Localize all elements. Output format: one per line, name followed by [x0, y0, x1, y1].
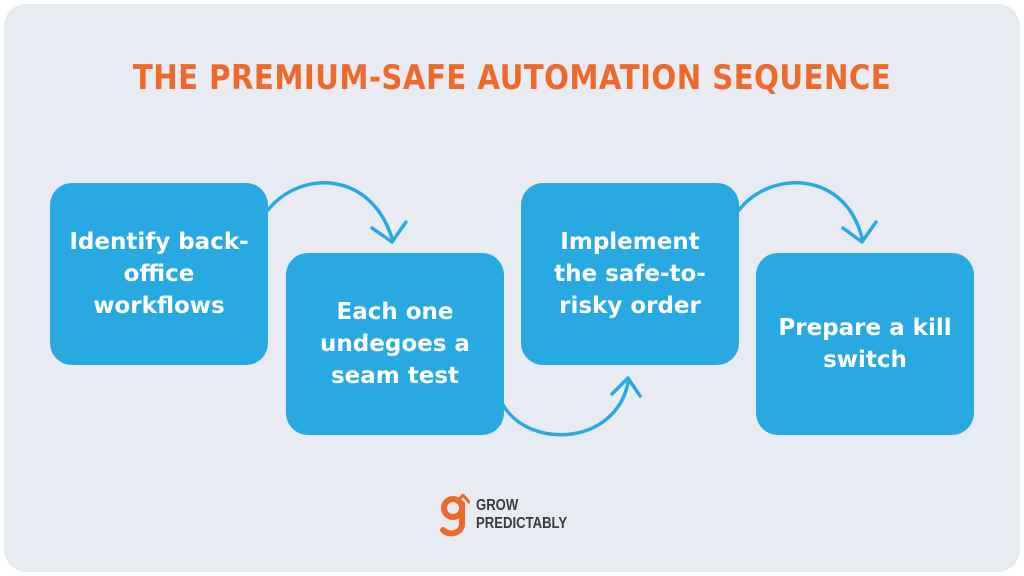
step-4-label: Prepare a kill switch	[778, 315, 952, 373]
step-3-label: Implement the safe-to-risky order	[554, 229, 706, 319]
grow-predictably-logo: GROW PREDICTABLY	[440, 494, 590, 538]
step-2-box: Each one undegoes a seam test	[286, 253, 504, 435]
step-1-label: Identify back-office workflows	[69, 229, 249, 319]
logo-g-arrow-icon	[440, 494, 470, 537]
step-4-box: Prepare a kill switch	[756, 253, 974, 435]
diagram-title: THE PREMIUM-SAFE AUTOMATION SEQUENCE	[132, 58, 892, 98]
step-3-box: Implement the safe-to-risky order	[521, 183, 739, 365]
logo-wordmark: GROW PREDICTABLY	[476, 497, 567, 533]
logo-line-1: GROW	[476, 497, 519, 514]
step-2-label: Each one undegoes a seam test	[320, 299, 470, 389]
step-1-box: Identify back-office workflows	[50, 183, 268, 365]
logo-line-2: PREDICTABLY	[476, 515, 568, 532]
